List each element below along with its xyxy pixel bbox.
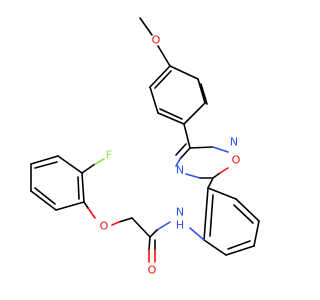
bond [189, 146, 214, 149]
bond-double [227, 240, 251, 250]
bond-double [209, 194, 214, 237]
bond-double [159, 108, 183, 120]
oxadiazole-ring [175, 143, 229, 189]
bond [81, 172, 85, 203]
bond-ch2-o [118, 217, 133, 223]
bond-o-aryl2-black [83, 201, 89, 209]
bond [225, 245, 255, 256]
atom-h-amide: H [176, 219, 184, 232]
atom-o-methoxy: O [152, 34, 161, 47]
bond [55, 201, 85, 211]
bond-n-carbonyl [156, 221, 171, 231]
bond-ch2-o-red [111, 221, 120, 226]
bond-carbonyl-ch2 [131, 217, 151, 238]
atom-n-oxadiazole-top: N [230, 136, 238, 149]
atom-o-ether: O [100, 220, 109, 233]
fluorophenyl-ring [30, 155, 105, 211]
atom-f: F [106, 149, 112, 162]
bond [185, 173, 201, 179]
central-phenyl-ring [203, 187, 260, 256]
atom-n-oxadiazole-left: N [176, 164, 184, 177]
bond-aryl-oxadiazole [183, 123, 191, 149]
bond-c-f-green [94, 158, 105, 165]
bond [203, 187, 209, 241]
bond-aryl-n [189, 227, 205, 241]
bond-c5-aryl [207, 177, 214, 189]
atom-o-oxadiazole: O [232, 154, 241, 167]
bond [149, 86, 159, 114]
bond-methyl-o [139, 17, 153, 36]
molecule-canvas: O O N N F O O N H [30, 17, 260, 277]
methoxy-group [139, 17, 171, 67]
bond-double [34, 187, 56, 205]
bond [149, 229, 158, 238]
bond-o-aryl2 [87, 207, 96, 219]
bond [149, 65, 171, 88]
bond-double [200, 83, 208, 105]
bond [207, 187, 237, 200]
atom-labels: O O N N F O O N H [100, 34, 241, 277]
bond-double [175, 143, 187, 156]
bond-double [34, 161, 58, 169]
bond [219, 167, 229, 174]
molecule-structure: O O N N F O O N H [30, 17, 260, 277]
bond [57, 155, 83, 174]
bond [169, 65, 199, 80]
bond-double [233, 204, 254, 224]
amide-group [83, 201, 205, 263]
atom-o-carbonyl: O [148, 264, 157, 277]
bond [235, 198, 260, 222]
bond-double [77, 176, 80, 200]
bond [253, 220, 260, 247]
bond-c-f [81, 163, 96, 174]
bond [157, 112, 185, 125]
bond [30, 190, 57, 211]
bond [203, 239, 227, 256]
atom-n-amide: N [176, 206, 184, 219]
bond-carbonyl-double [148, 236, 151, 251]
bond [183, 102, 206, 125]
bond [212, 172, 221, 179]
bond [175, 158, 181, 167]
bond-o-aryl [157, 45, 171, 67]
bond [197, 78, 206, 104]
bond-double [154, 70, 172, 89]
bond [212, 146, 229, 153]
methoxyphenyl-ring [149, 65, 208, 125]
bond [179, 147, 191, 160]
bond [30, 155, 59, 165]
